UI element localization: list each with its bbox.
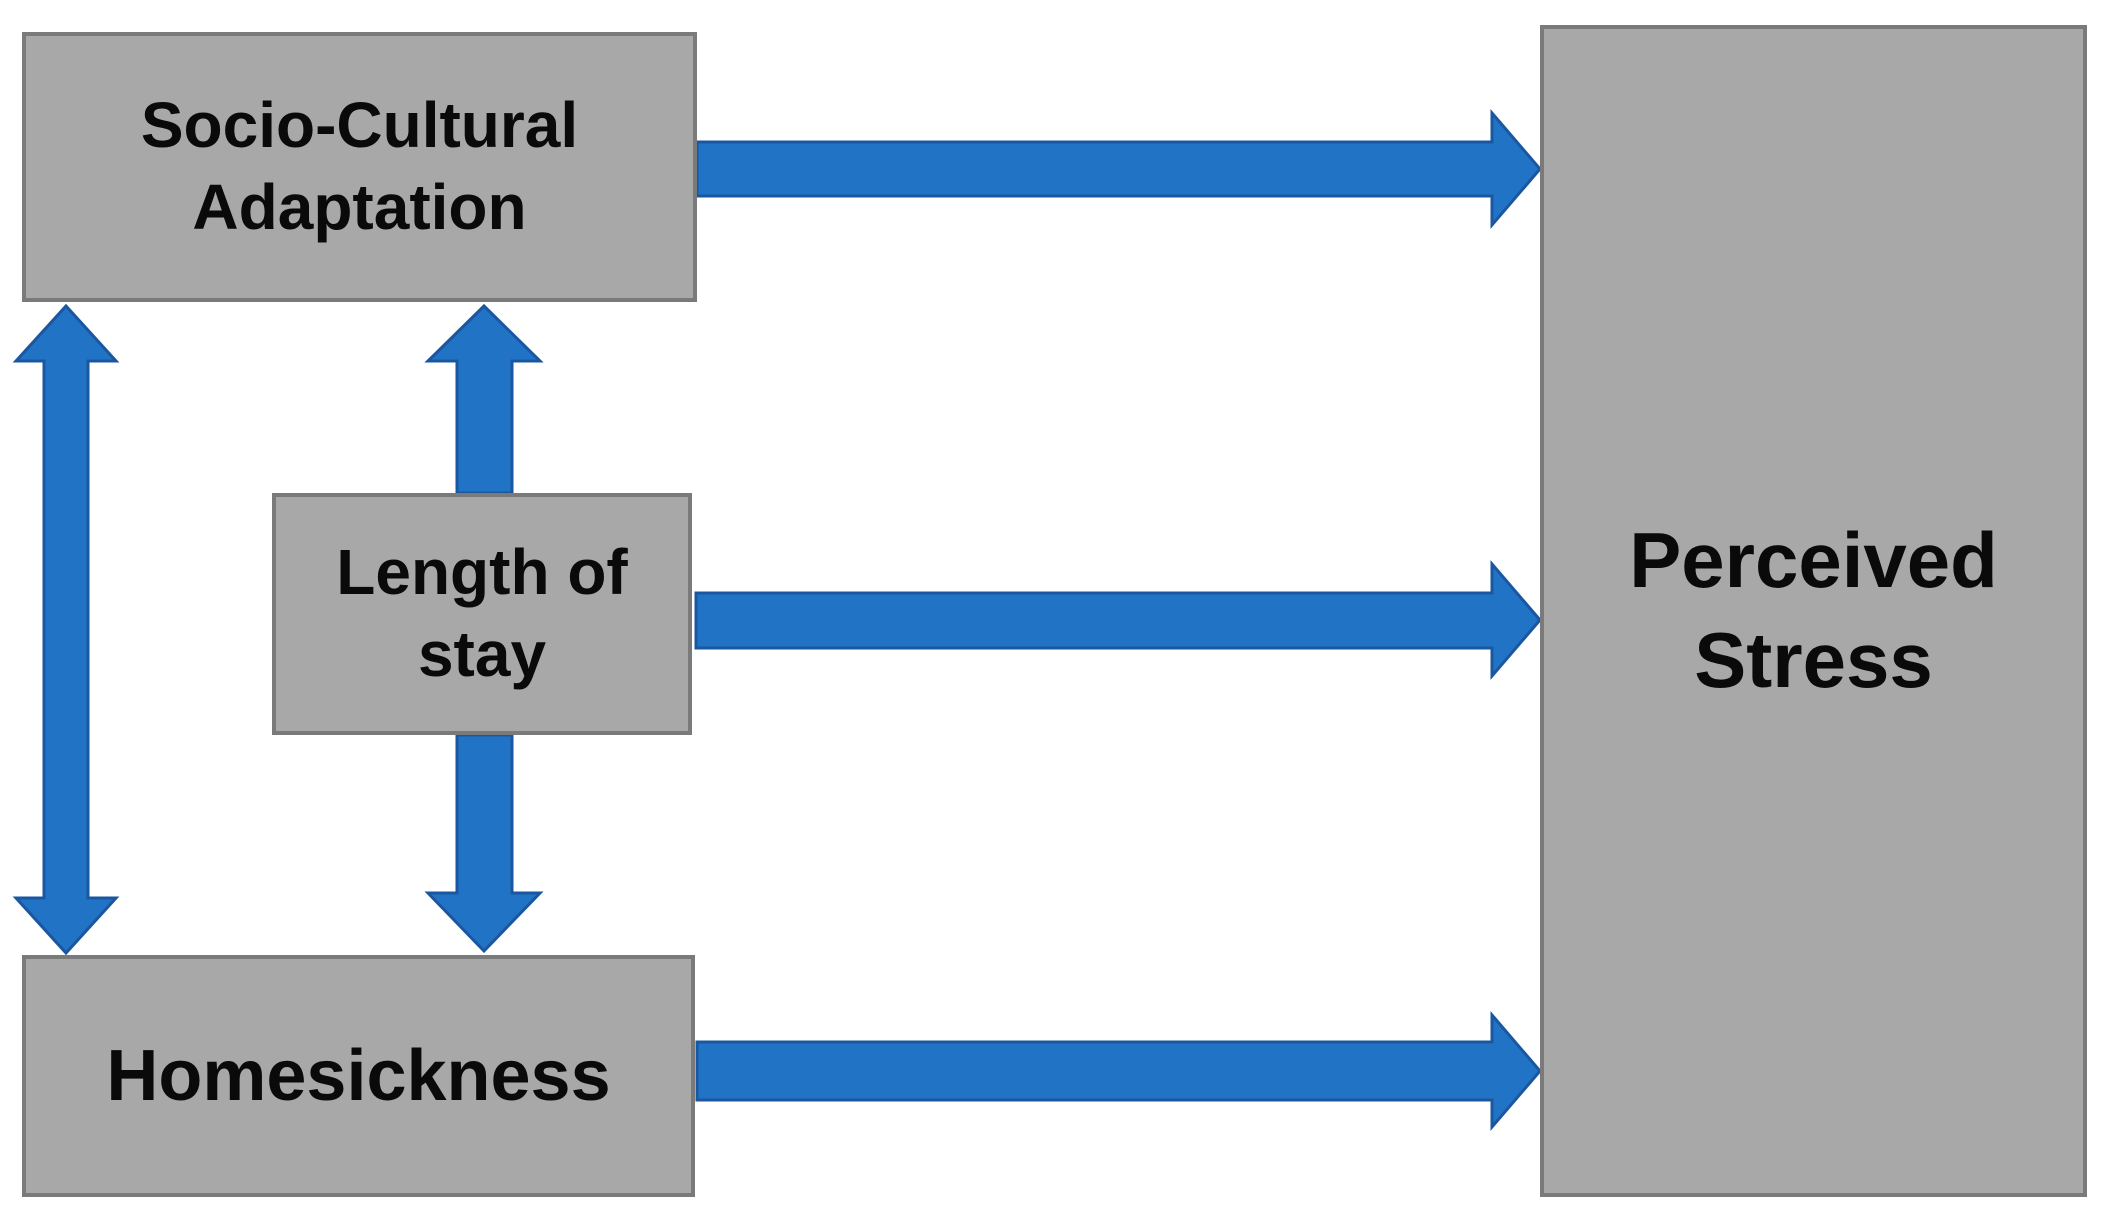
arrow-length-to-socio: [424, 303, 544, 495]
arrow-socio-to-stress: [695, 108, 1542, 230]
node-socio-cultural-adaptation: Socio-Cultural Adaptation: [22, 32, 697, 302]
node-length-of-stay: Length of stay: [272, 493, 692, 735]
arrow-socio-home-double: [12, 303, 120, 956]
arrow-length-to-home: [424, 733, 544, 954]
node-homesickness: Homesickness: [22, 955, 695, 1197]
node-perceived-stress: Perceived Stress: [1540, 25, 2087, 1197]
arrow-home-to-stress: [695, 1010, 1542, 1132]
arrow-length-to-stress: [694, 559, 1542, 681]
